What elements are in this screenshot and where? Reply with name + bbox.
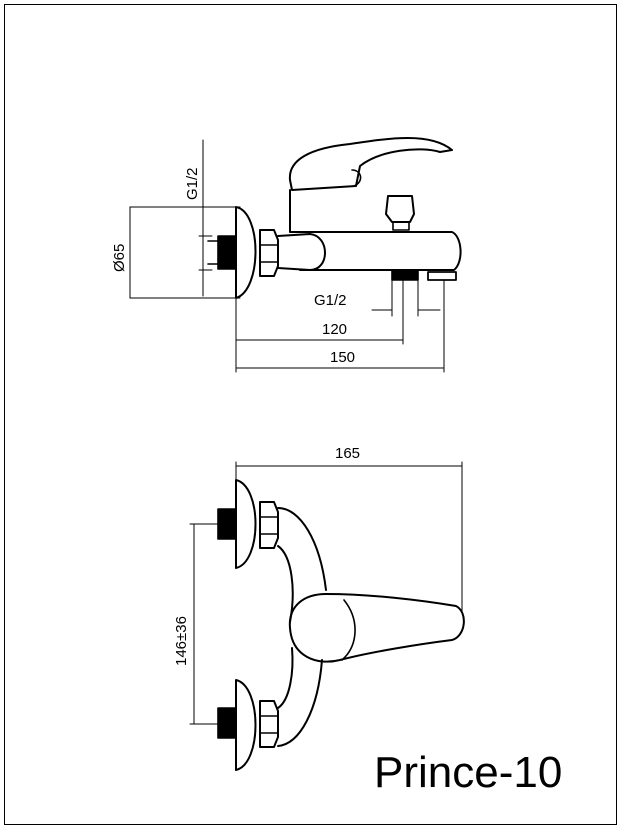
dim-total-width-label: 165 xyxy=(335,445,360,462)
front-bottom-inlet xyxy=(217,707,237,739)
drawing-frame xyxy=(4,4,617,825)
side-wall-flange xyxy=(235,206,257,299)
side-diverter-knob xyxy=(385,195,415,223)
front-bottom-hex-nut xyxy=(259,700,279,748)
dim-diameter-label: Ø65 xyxy=(111,244,128,272)
side-connector-arm xyxy=(277,233,326,271)
dim-thread-top-label: G1/2 xyxy=(184,167,201,200)
side-view xyxy=(129,137,462,373)
dim-length-to-outlet-label: 120 xyxy=(322,321,347,338)
front-lever-handle xyxy=(288,593,465,663)
model-name-label: Prince-10 xyxy=(374,748,563,797)
dim-thread-spout-label: G1/2 xyxy=(314,292,347,309)
dim-center-distance-label: 146±36 xyxy=(173,616,190,666)
front-top-inlet xyxy=(217,508,237,540)
side-inlet-nipple xyxy=(217,235,237,270)
side-hex-nut xyxy=(259,229,279,277)
side-bath-outlet xyxy=(391,269,419,281)
dim-total-length-label: 150 xyxy=(330,349,355,366)
front-view xyxy=(189,461,465,771)
front-body-lower-arm xyxy=(277,647,323,747)
front-top-hex-nut xyxy=(259,501,279,549)
front-top-flange xyxy=(235,479,257,569)
side-mixer-body xyxy=(289,189,462,271)
front-bottom-flange xyxy=(235,679,257,771)
side-lever-handle xyxy=(288,137,453,191)
front-body-upper-arm xyxy=(277,507,327,623)
side-spout-tip xyxy=(427,271,457,281)
